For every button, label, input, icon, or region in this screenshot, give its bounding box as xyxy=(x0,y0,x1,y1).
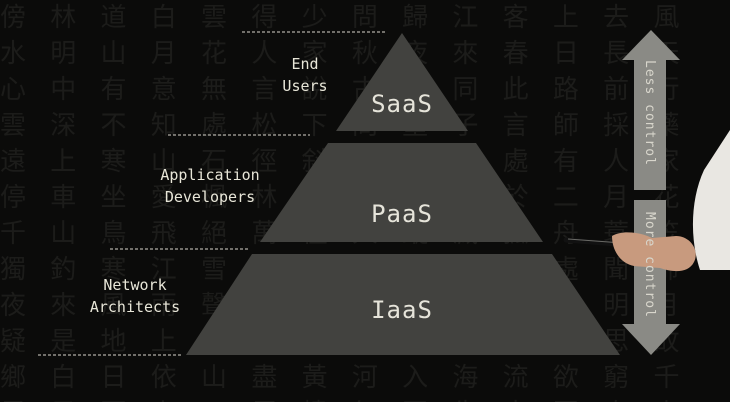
presenter-sleeve xyxy=(692,130,730,270)
iaas-audience-line1: Network xyxy=(103,276,167,294)
iaas-label: IaaS xyxy=(371,296,433,324)
iaas-audience: Network Architects xyxy=(70,274,200,318)
iaas-layer xyxy=(186,254,620,355)
paas-audience: Application Developers xyxy=(140,164,280,208)
paas-label: PaaS xyxy=(371,200,433,228)
paas-layer xyxy=(260,143,543,242)
saas-audience-line1: End xyxy=(291,55,319,73)
presenter-hand xyxy=(612,232,696,272)
iaas-audience-line2: Architects xyxy=(89,298,181,316)
less-control-label: Less control xyxy=(642,60,657,166)
saas-layer xyxy=(336,33,468,131)
more-control-label: More control xyxy=(642,212,657,318)
paas-audience-line1: Application xyxy=(160,166,260,184)
less-control-arrow xyxy=(622,30,680,190)
saas-audience: End Users xyxy=(250,53,360,97)
saas-label: SaaS xyxy=(371,90,433,118)
paas-audience-line2: Developers xyxy=(164,188,256,206)
saas-audience-line2: Users xyxy=(282,77,328,95)
